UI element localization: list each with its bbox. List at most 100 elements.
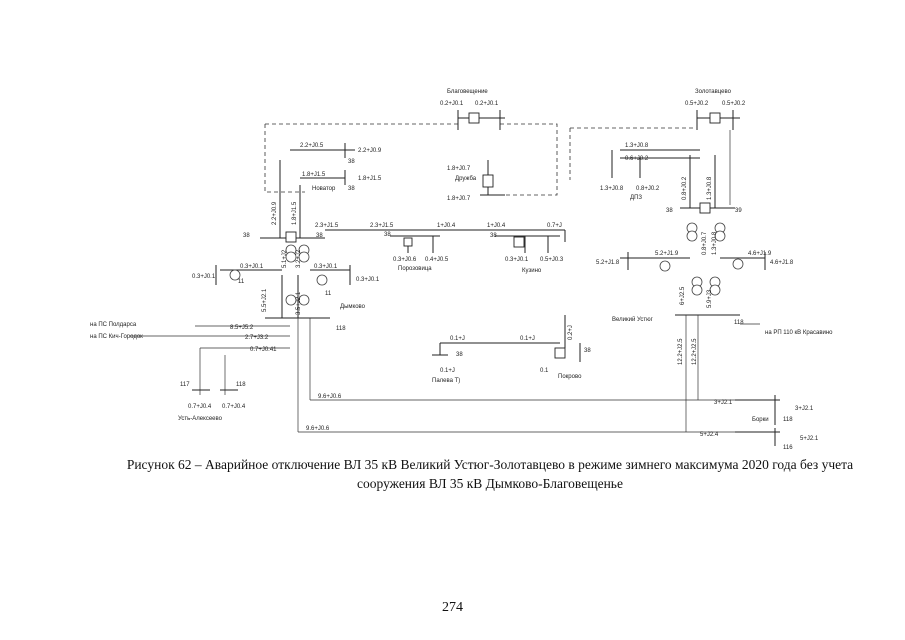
flow-label: 3.5+J2.1 <box>296 291 302 315</box>
flow-label: 3+J2.1 <box>714 400 733 406</box>
flow-label: 9.6+J0.6 <box>318 394 342 400</box>
flow-label: 0.8+J0.7 <box>702 231 708 255</box>
outage-line-blagoveshchenie <box>265 123 558 196</box>
voltage-label: 11 <box>325 291 332 297</box>
flow-label: 12.2+J2.5 <box>692 338 698 365</box>
node-label-druzhba: Дружба <box>455 176 477 182</box>
connection-label-kich-gorodok: на ПС Кич-Городок <box>90 334 143 340</box>
voltage-label: 11 <box>238 279 245 285</box>
flow-label: 1+J0.4 <box>437 223 456 229</box>
node-label-dymkovo: Дымково <box>340 304 366 310</box>
transformer-symbol <box>686 230 698 242</box>
flow-label: 0.2+J0.1 <box>475 101 499 107</box>
flow-label: 1.3+J0.8 <box>625 143 649 149</box>
switch-symbol <box>482 174 494 188</box>
flow-label: 0.4+J0.5 <box>425 257 449 263</box>
transformer-symbol <box>659 260 671 272</box>
flow-label: 8.5+J5.2 <box>230 325 254 331</box>
flow-label: 6+J2.5 <box>680 286 686 305</box>
flow-label: 3.2+J2 <box>296 249 302 268</box>
flow-label: 0.2+J0.1 <box>440 101 464 107</box>
node-label-kuzino: Кузино <box>522 268 542 274</box>
power-network-diagram: Благовещение 0.2+J0.1 0.2+J0.1 Золотавце… <box>90 89 833 450</box>
node-label-novator: Новатор <box>312 186 336 192</box>
flow-label: 4.6+J1.9 <box>748 251 772 257</box>
figure-caption: Рисунок 62 – Аварийное отключение ВЛ 35 … <box>126 457 854 491</box>
flow-label: 5.5+J2.1 <box>262 288 268 312</box>
voltage-label: 38 <box>456 352 463 358</box>
voltage-label: 117 <box>180 382 190 388</box>
voltage-label: 118 <box>236 382 246 388</box>
transformer-symbol <box>298 294 310 306</box>
flow-label: 5+J2.4 <box>700 432 719 438</box>
voltage-label: 118 <box>783 417 793 423</box>
switch-symbol <box>403 237 413 247</box>
switch-symbol <box>285 231 297 243</box>
flow-label: 3+J2.1 <box>795 406 814 412</box>
flow-label: 0.3+J0.1 <box>314 264 338 270</box>
voltage-label: 38 <box>490 233 497 239</box>
voltage-label: 118 <box>336 326 346 332</box>
transformer-symbol <box>285 294 297 306</box>
flow-label: 0.3+J0.1 <box>356 277 380 283</box>
flow-label: 0.8+J0.2 <box>682 176 688 200</box>
connection-label-poldarsa: на ПС Полдарса <box>90 322 137 328</box>
flow-label: 1+J0.4 <box>487 223 506 229</box>
flow-label: 5+J2.1 <box>800 436 819 442</box>
voltage-label: 38 <box>243 233 250 239</box>
node-label-borki: Борки <box>752 417 769 423</box>
flow-label: 4.6+J1.8 <box>770 260 794 266</box>
transformer-symbol <box>691 284 703 296</box>
flow-label: 1.8+J1.5 <box>292 201 298 225</box>
switch-symbol <box>513 236 525 248</box>
node-label-porozovitsa: Порозовица <box>398 266 432 272</box>
flow-label: 2.3+J1.5 <box>370 223 394 229</box>
voltage-label: 38 <box>316 233 323 239</box>
switch-symbol <box>554 347 566 359</box>
flow-label: 5.2+J1.8 <box>596 260 620 266</box>
node-label-dpz: ДПЗ <box>630 195 642 201</box>
switch-symbol <box>709 112 721 124</box>
node-label-paleva: Палева Т) <box>432 378 460 384</box>
flow-label: 0.1+J <box>520 336 535 342</box>
connection-label-krasavino: на РП 110 кВ Красавино <box>765 330 833 336</box>
outage-line-left <box>264 124 305 193</box>
flow-label: 0.7+J0.41 <box>250 347 277 353</box>
flow-label: 0.7+J0.4 <box>188 404 212 410</box>
voltage-label: 116 <box>783 445 793 450</box>
transformer-symbol <box>316 274 328 286</box>
flow-label: 0.5+J0.3 <box>540 257 564 263</box>
flow-label: 0.5+J0.2 <box>722 101 746 107</box>
switch-symbol <box>699 202 711 214</box>
transformer-symbol <box>714 230 726 242</box>
node-label-blagoveshchenie: Благовещение <box>447 89 488 95</box>
flow-label: 1.8+J1.5 <box>358 176 382 182</box>
transformer-symbol <box>709 284 721 296</box>
transformer-symbol <box>285 251 297 263</box>
flow-label: 0.6+J0.2 <box>625 156 649 162</box>
flow-label: 0.2+J <box>568 325 574 340</box>
flow-label: 5.2+J1.9 <box>655 251 679 257</box>
flow-label: 0.1+J <box>450 336 465 342</box>
voltage-label: 38 <box>666 208 673 214</box>
flow-label: 12.2+J2.5 <box>678 338 684 365</box>
flow-label: 0.5+J0.2 <box>685 101 709 107</box>
voltage-label: 38 <box>348 186 355 192</box>
flow-label: 5.1+J2 <box>282 249 288 268</box>
flow-label: 0.7+J0.4 <box>222 404 246 410</box>
flow-label: 1.3+J0.8 <box>600 186 624 192</box>
flow-label: 1.3+J0.8 <box>712 231 718 255</box>
outage-line-zolotavtsevo <box>569 127 695 180</box>
flow-label: 0.8+J0.2 <box>636 186 660 192</box>
voltage-label: 118 <box>734 320 744 326</box>
flow-label: 1.8+J1.5 <box>302 172 326 178</box>
transformer-symbol <box>229 269 241 281</box>
flow-label: 0.7+J <box>547 223 562 229</box>
flow-label: 5.9+J3 <box>707 289 713 308</box>
transformer-symbol <box>298 251 310 263</box>
page-number: 274 <box>442 600 463 615</box>
node-label-zolotavtsevo: Золотавцево <box>695 89 732 95</box>
node-label-ust-alekseevo: Усть-Алексеево <box>178 416 223 422</box>
node-label-velikiy-ustyug: Великий Устюг <box>612 316 654 323</box>
flow-label: 9.6+J0.6 <box>306 426 330 432</box>
